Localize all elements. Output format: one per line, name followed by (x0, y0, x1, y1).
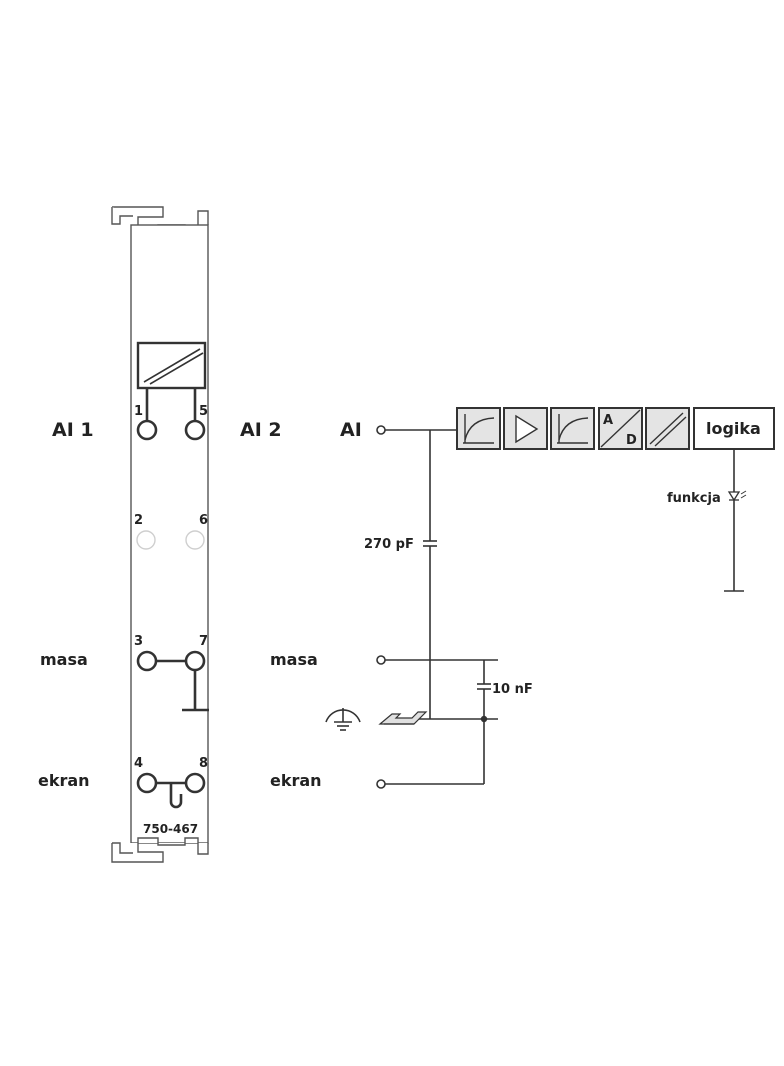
function-led-line (724, 449, 747, 592)
label-ai-input: AI (340, 419, 362, 441)
label-ekran-left: ekran (38, 771, 90, 790)
label-ai1: AI 1 (52, 419, 94, 441)
label-masa-left: masa (40, 650, 88, 669)
module-converter-icon (136, 341, 207, 390)
terminal-number-5: 5 (199, 404, 208, 419)
ekran-wire (376, 779, 484, 789)
masa-wire (376, 655, 498, 684)
terminal-1-5 (136, 388, 206, 441)
terminal-1 (136, 419, 158, 441)
earth-ground-icon (325, 708, 361, 731)
terminal-number-7: 7 (199, 634, 208, 649)
terminal-number-6: 6 (199, 513, 208, 528)
terminal-4-8 (136, 772, 206, 809)
function-label: funkcja (667, 491, 721, 506)
terminal-number-3: 3 (134, 634, 143, 649)
terminal-8 (184, 772, 206, 794)
label-ai2: AI 2 (240, 419, 282, 441)
din-rail-ground (378, 711, 498, 725)
label-cap-10nf: 10 nF (492, 682, 533, 697)
adc-label-d: D (626, 433, 637, 448)
terminal-4 (136, 772, 158, 794)
terminal-5 (184, 419, 206, 441)
module-part-number: 750-467 (143, 822, 198, 836)
signal-chain (456, 407, 775, 450)
capacitor-270pf (423, 540, 437, 719)
terminal-2 (136, 530, 156, 550)
terminal-number-1: 1 (134, 404, 143, 419)
terminal-number-2: 2 (134, 513, 143, 528)
terminal-2-6 (136, 530, 205, 550)
label-ekran-right: ekran (270, 771, 322, 790)
ai-input-wire (376, 425, 457, 541)
filter-block-1 (456, 407, 501, 450)
filter-block-2 (550, 407, 595, 450)
terminal-number-8: 8 (199, 756, 208, 771)
label-masa-right: masa (270, 650, 318, 669)
terminal-3 (136, 650, 158, 672)
label-cap-270pf: 270 pF (364, 537, 414, 552)
terminal-7 (184, 650, 206, 672)
adc-label-a: A (603, 413, 613, 428)
terminal-number-4: 4 (134, 756, 143, 771)
terminal-6 (185, 530, 205, 550)
logic-label: logika (706, 419, 761, 438)
terminal-3-7 (136, 650, 209, 712)
capacitor-10nf (477, 683, 491, 784)
